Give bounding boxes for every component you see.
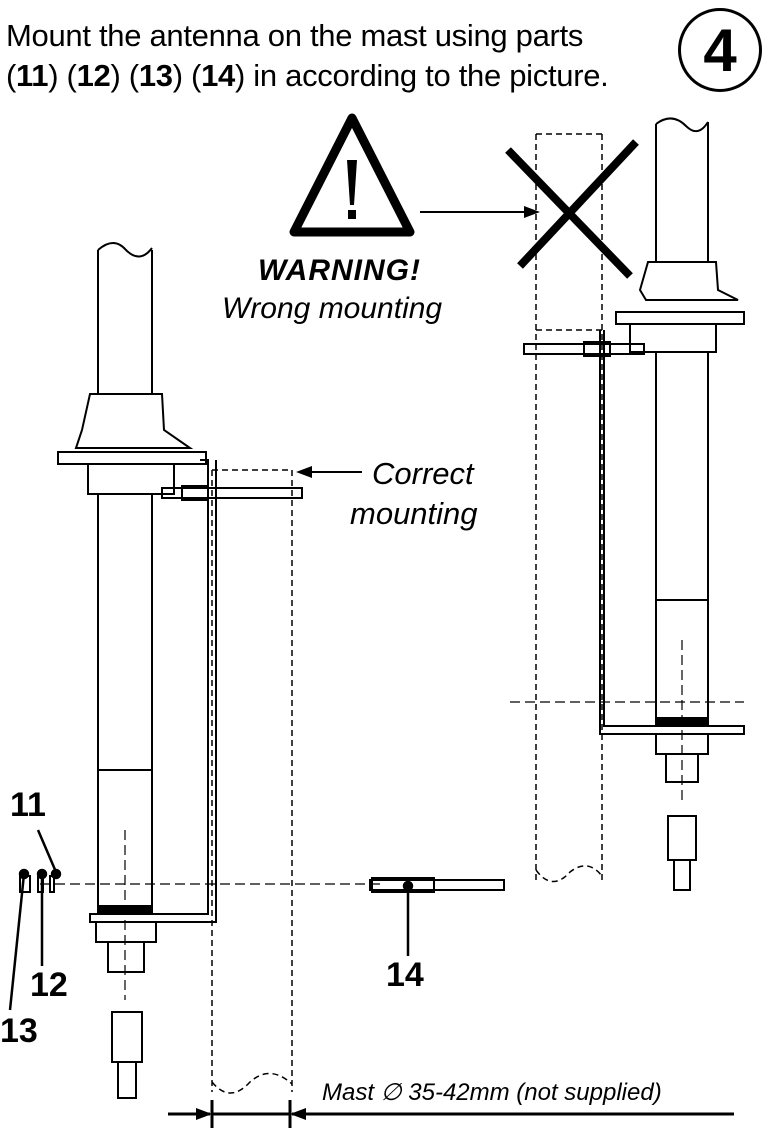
part-ref-14: 14 — [201, 58, 235, 93]
correct-label-line-2: mounting — [350, 496, 478, 531]
mast-dimension — [168, 1100, 734, 1128]
correct-mast — [211, 469, 293, 1092]
part-label-11: 11 — [10, 786, 46, 824]
instruction-tail: in according to the picture. — [253, 58, 609, 93]
wrong-cross-mark — [505, 139, 639, 279]
mast-diameter-note: Mast ∅ 35-42mm (not supplied) — [322, 1079, 662, 1106]
instruction-text: Mount the antenna on the mast using part… — [6, 16, 646, 96]
correct-label-line-1: Correct — [372, 456, 474, 491]
step-number-badge: 4 — [678, 8, 762, 92]
part-label-12: 12 — [30, 966, 68, 1004]
wrong-mast — [535, 133, 603, 880]
warning-arrow — [420, 206, 540, 218]
correct-arrow — [296, 466, 362, 478]
warning-triangle-icon — [289, 113, 415, 237]
part-label-14: 14 — [386, 956, 424, 994]
warning-title: WARNING! — [258, 254, 421, 287]
part-ref-13: 13 — [138, 58, 173, 93]
part-leaders — [8, 829, 414, 1011]
part-ref-12: 12 — [76, 58, 111, 93]
warning-subtitle: Wrong mounting — [222, 292, 443, 325]
correct-antenna — [19, 242, 505, 1099]
part-label-13: 13 — [0, 1012, 38, 1050]
part-ref-11: 11 — [16, 58, 49, 93]
instruction-line-2: (11) (12) (13) (14) in according to the … — [6, 58, 609, 93]
instruction-line-1: Mount the antenna on the mast using part… — [6, 18, 584, 53]
wrong-antenna — [510, 117, 745, 891]
